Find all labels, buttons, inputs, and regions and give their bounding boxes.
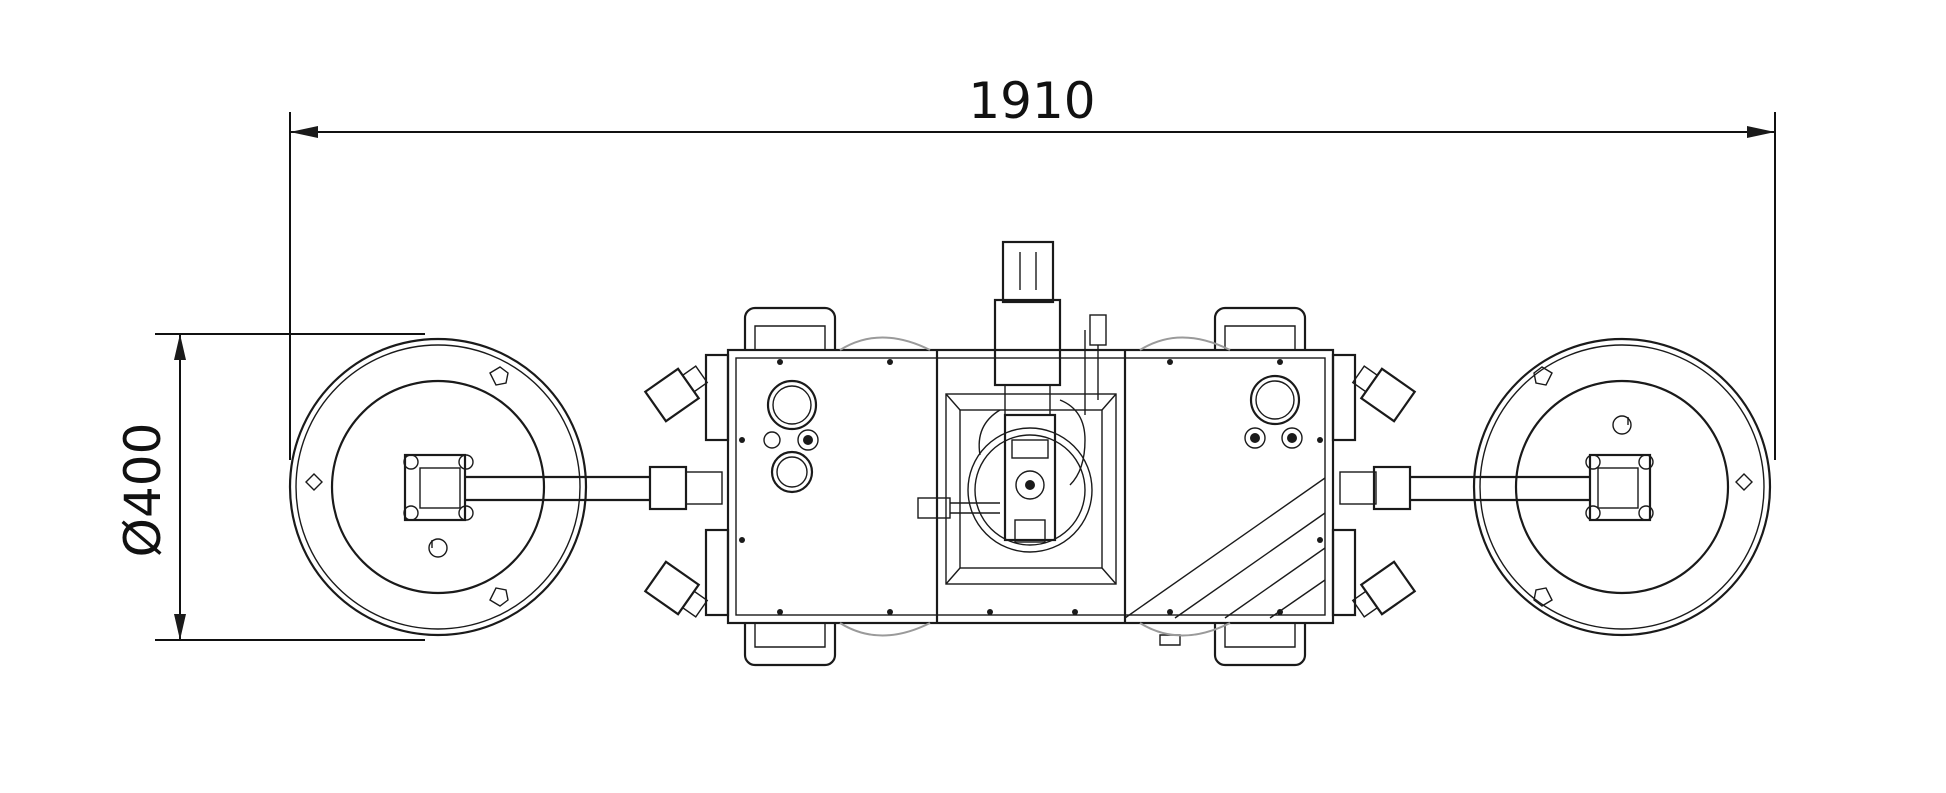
diameter-dimension: Ø400 [114, 333, 425, 641]
right-suction-pad [1472, 337, 1772, 637]
side-brackets [643, 353, 1417, 618]
frame-bolts [739, 359, 1323, 615]
left-suction-pad [288, 337, 588, 637]
central-mechanism [917, 240, 1107, 553]
right-gauges [1244, 374, 1303, 449]
left-arm [465, 465, 723, 511]
carry-handles [743, 306, 1307, 667]
width-dimension: 1910 [289, 72, 1776, 460]
width-dimension-label: 1910 [968, 72, 1095, 130]
right-arm [1339, 465, 1590, 511]
hatched-area [1124, 477, 1326, 619]
hidden-pad-outlines [839, 336, 1231, 637]
diameter-dimension-label: Ø400 [114, 423, 172, 558]
main-frame [726, 348, 1335, 625]
left-gauges [763, 379, 819, 494]
